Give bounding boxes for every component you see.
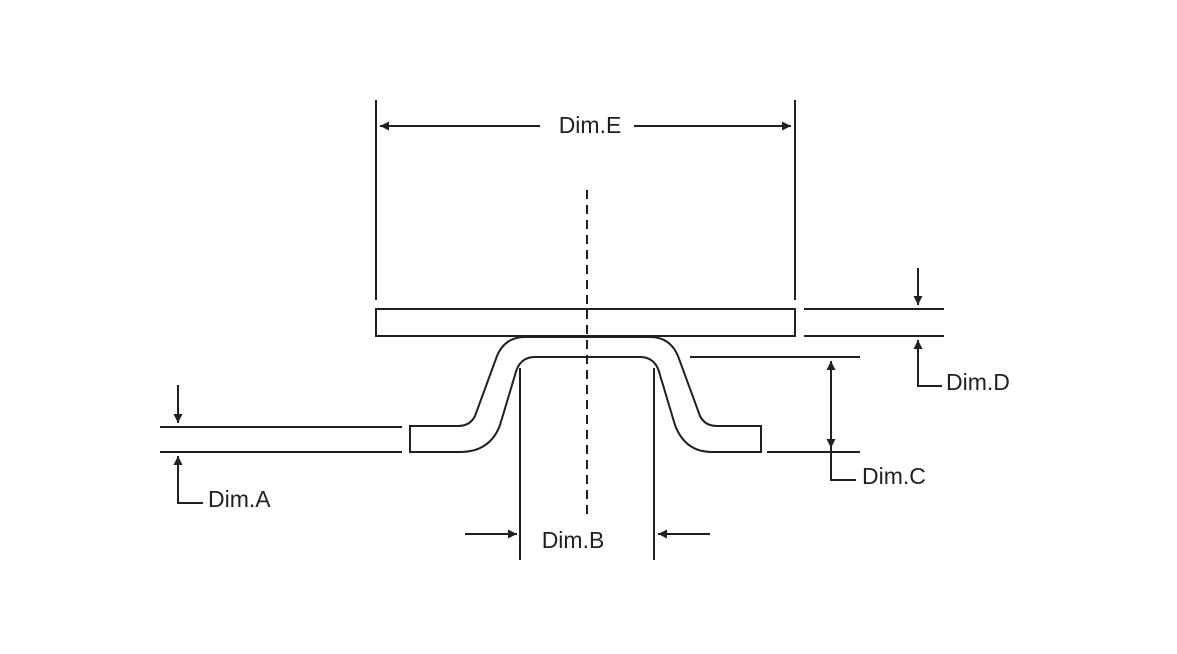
dim-a-dimension: Dim.A	[160, 385, 402, 512]
dim-c-leader	[830, 448, 856, 481]
dim-c-label: Dim.C	[862, 463, 926, 489]
dim-a-arrow-bottom	[173, 456, 203, 504]
clip-bracket	[409, 336, 762, 453]
dim-e-label: Dim.E	[559, 112, 622, 138]
dim-d-label: Dim.D	[946, 369, 1010, 395]
dim-b-label: Dim.B	[542, 527, 605, 553]
top-plate	[375, 308, 796, 337]
dim-d-arrow-bottom	[913, 340, 942, 387]
dim-e-dimension: Dim.E	[375, 100, 796, 300]
dim-c-dimension: Dim.C	[690, 356, 926, 489]
dim-d-dimension: Dim.D	[804, 268, 1010, 395]
dim-a-label: Dim.A	[208, 486, 271, 512]
dim-b-dimension: Dim.B	[465, 527, 710, 553]
